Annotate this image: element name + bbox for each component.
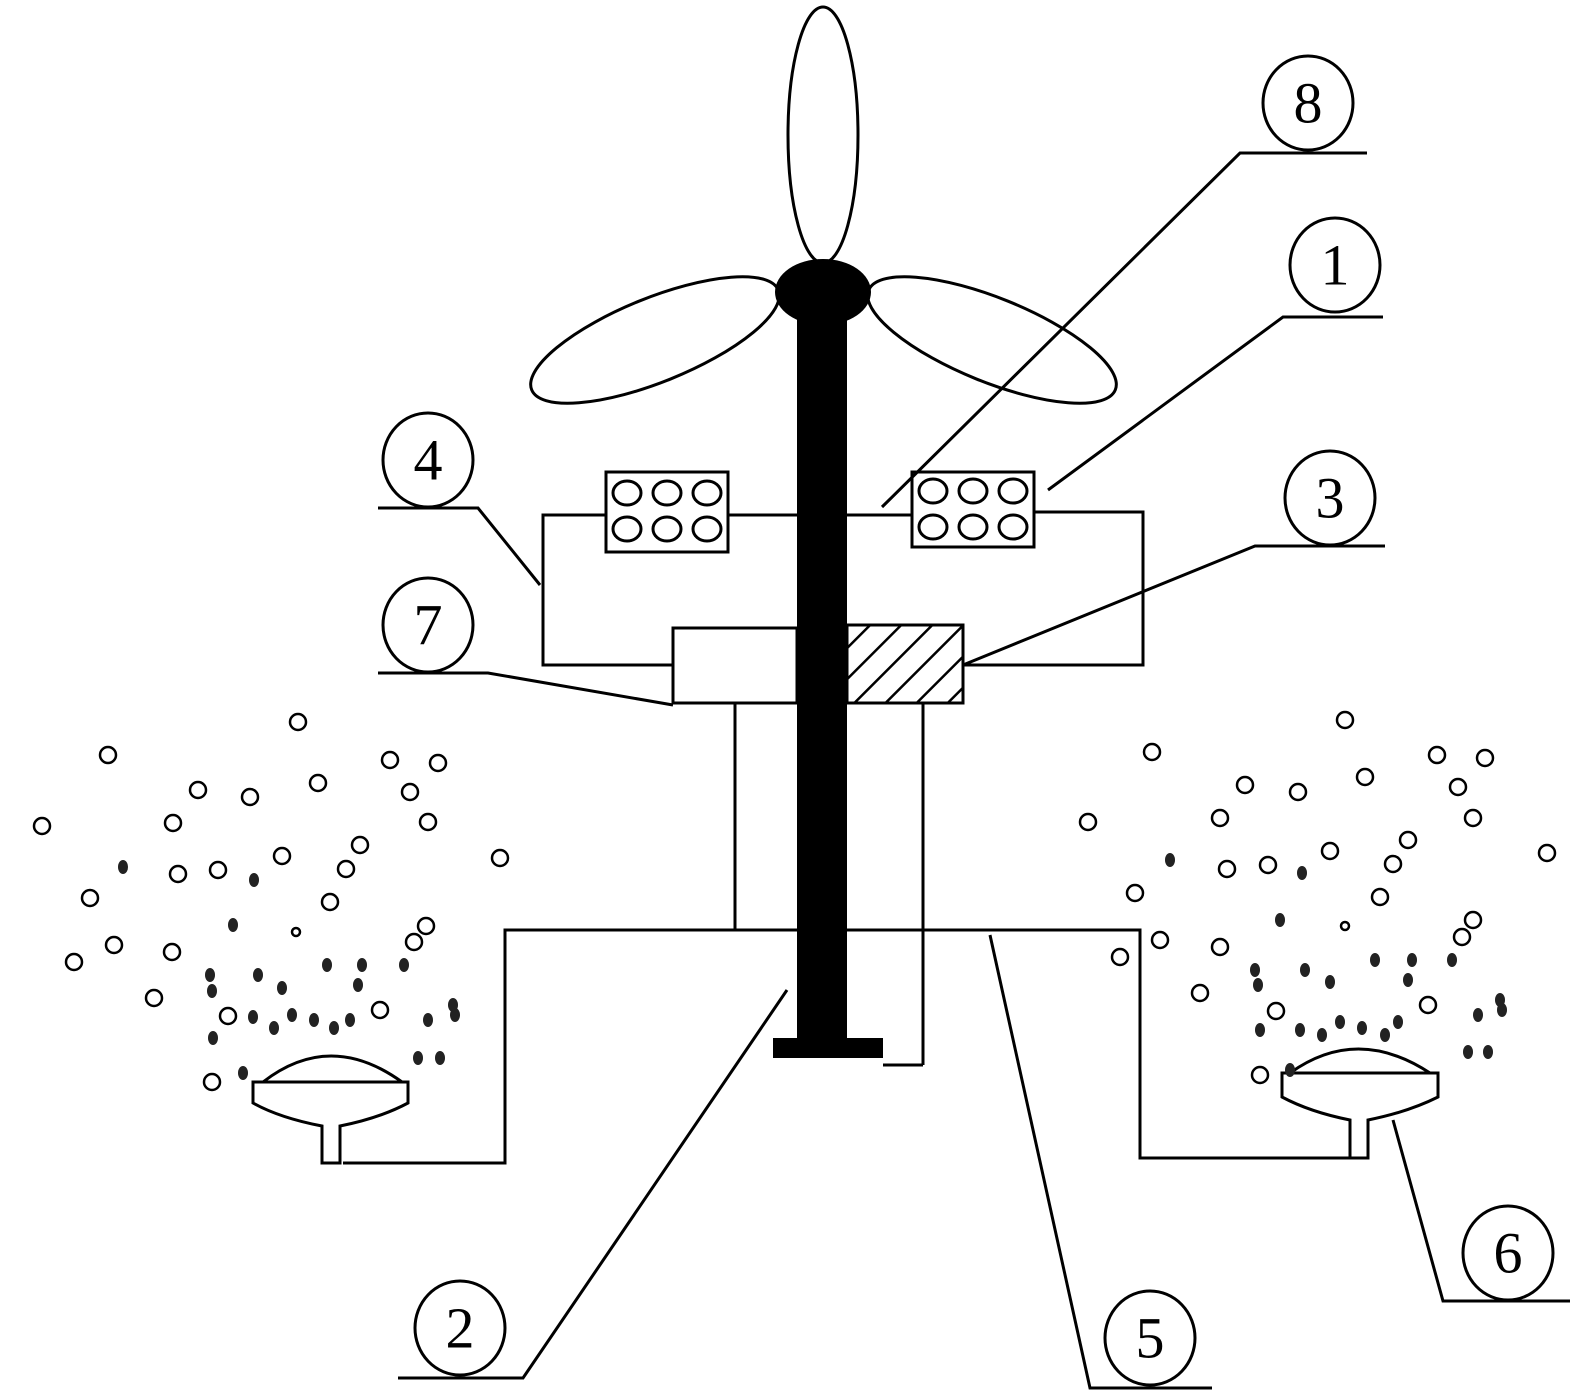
callout-5: 5 [1103,1289,1197,1387]
callout-label: 5 [1136,1306,1165,1371]
tower [797,300,847,1040]
callout-label: 7 [414,593,443,658]
callout-1: 1 [1288,216,1382,314]
blade-left [529,275,781,405]
callout-6: 6 [1461,1204,1555,1302]
callout-label: 3 [1316,466,1345,531]
callout-2: 2 [413,1279,507,1377]
callout-label: 8 [1294,71,1323,136]
leader-lines [378,151,1570,1390]
solar-panel-right [910,470,1036,549]
callout-label: 4 [414,428,443,493]
callout-label: 1 [1321,233,1350,298]
blade-right [866,275,1118,405]
callout-label: 6 [1494,1221,1523,1286]
battery-box [845,623,965,705]
bubbles-right [1078,710,1557,1085]
pump-housing [733,703,925,1067]
wiring [541,510,1145,667]
callout-label: 2 [446,1296,475,1361]
droplets-left [118,860,460,1080]
callout-4: 4 [381,411,475,509]
droplets-right [1165,853,1507,1077]
bubbles-left [32,712,510,1092]
aerator-right [1280,1047,1440,1160]
solar-panel-left [604,470,730,554]
controller-box [671,626,799,705]
callout-7: 7 [381,576,475,674]
air-pipes [343,928,1365,1165]
blade-top [786,5,860,265]
tower-base [773,1038,883,1058]
callout-8: 8 [1261,54,1355,152]
callout-3: 3 [1283,449,1377,547]
aerator-left [251,1054,410,1165]
